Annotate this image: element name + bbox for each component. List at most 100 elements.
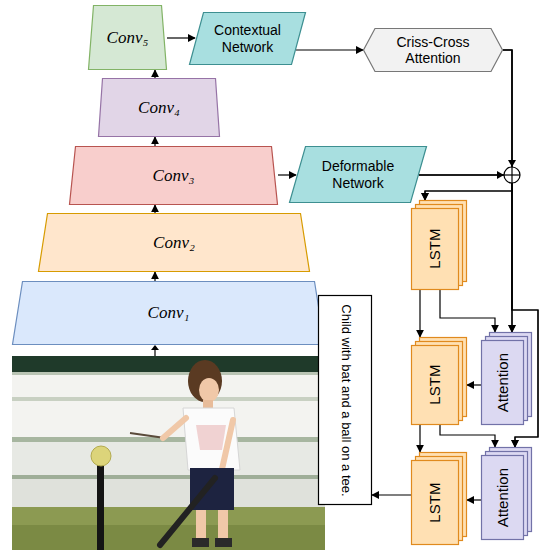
conv-block: Conv₅ xyxy=(88,5,167,70)
connector xyxy=(425,50,512,200)
trapezoid-outline xyxy=(13,282,325,345)
lstm-stack: LSTM xyxy=(411,200,467,290)
photo-face xyxy=(199,378,219,402)
node-label: Criss-Cross Attention xyxy=(377,34,489,66)
node-text-area: LSTM xyxy=(411,208,459,290)
photo-bat xyxy=(160,478,215,545)
attention-hexagon: Criss-Cross Attention xyxy=(363,28,503,72)
sum-symbol-bar xyxy=(511,167,512,183)
network-box: Deformable Network xyxy=(289,146,427,203)
node-label: Deformable Network xyxy=(307,158,409,190)
node-label: Child with bat and a ball on a tee. xyxy=(338,304,353,496)
connector xyxy=(154,137,155,146)
stack-front xyxy=(412,209,459,290)
attention-stack: Attention xyxy=(481,332,532,425)
node-label: Attention xyxy=(494,468,511,527)
node-text-area: Deformable Network xyxy=(307,149,409,200)
parallelogram-outline xyxy=(190,13,306,65)
trapezoid-outline xyxy=(70,147,278,205)
photo-leg xyxy=(196,510,206,540)
connector xyxy=(467,384,481,385)
photo-board xyxy=(12,479,325,509)
connector xyxy=(154,205,155,213)
connector xyxy=(467,499,481,500)
node-text-area: LSTM xyxy=(411,345,459,425)
connector xyxy=(372,494,411,495)
conv-block: Conv₄ xyxy=(98,78,220,137)
photo-shoe xyxy=(215,538,232,547)
node-label: Conv₂ xyxy=(153,233,195,253)
connector xyxy=(167,37,195,38)
photo-grass xyxy=(12,507,325,550)
hexagon-outline xyxy=(364,29,503,72)
stack-front xyxy=(482,456,524,540)
trapezoid-outline xyxy=(89,6,167,70)
caption-box: Child with bat and a ball on a tee. xyxy=(318,295,372,505)
node-text-area: Conv₃ xyxy=(78,148,269,203)
network-box: Contextual Network xyxy=(189,12,306,65)
connector xyxy=(278,174,296,175)
connector xyxy=(154,272,155,281)
connector xyxy=(154,70,155,78)
connector xyxy=(440,425,495,447)
node-label: Conv₃ xyxy=(153,166,195,186)
photo-stick xyxy=(130,433,165,438)
attention-stack: Attention xyxy=(481,447,532,540)
conv-block: Conv₃ xyxy=(69,146,278,205)
photo-ball xyxy=(91,446,111,466)
photo-tee xyxy=(97,464,104,550)
node-text-area: Contextual Network xyxy=(205,15,290,62)
node-label: Attention xyxy=(494,353,511,412)
connector xyxy=(419,425,420,452)
node-label: LSTM xyxy=(426,365,443,405)
lstm-stack: LSTM xyxy=(411,337,467,425)
node-text-area: Conv₁ xyxy=(25,283,312,343)
photo-board-gap xyxy=(12,437,325,442)
photo-leg xyxy=(218,510,228,540)
node-text-area: Conv₂ xyxy=(50,215,298,270)
node-text-area: Attention xyxy=(481,340,524,425)
connector xyxy=(419,175,512,332)
input-arrow-head xyxy=(151,345,159,350)
box-outline xyxy=(319,296,372,505)
trapezoid-outline xyxy=(99,79,220,137)
photo-board xyxy=(12,442,325,475)
node-label: Contextual Network xyxy=(205,22,290,54)
photo-board-gap xyxy=(12,372,325,375)
node-text-area: LSTM xyxy=(411,460,459,545)
photo-hedge xyxy=(12,356,325,372)
photo-hair xyxy=(188,360,222,402)
sum-arrow-head xyxy=(508,160,516,167)
stack-front xyxy=(412,461,459,545)
conv-block: Conv₁ xyxy=(12,281,325,345)
stack-front xyxy=(482,341,524,425)
photo-ground xyxy=(12,356,325,550)
node-text-area: Conv₅ xyxy=(96,7,159,68)
node-text-area: Criss-Cross Attention xyxy=(377,30,489,70)
connector xyxy=(440,290,495,332)
node-label: Conv₁ xyxy=(148,303,190,323)
photo-shoe xyxy=(192,538,209,547)
node-text-area: Child with bat and a ball on a tee. xyxy=(321,298,369,502)
connector xyxy=(503,50,512,332)
lstm-stack: LSTM xyxy=(411,452,467,545)
node-label: LSTM xyxy=(426,229,443,269)
stack-front xyxy=(412,346,459,425)
node-text-area: Conv₄ xyxy=(105,80,213,135)
sum-symbol xyxy=(504,167,520,183)
node-text-area: Attention xyxy=(481,455,524,540)
connector xyxy=(296,49,363,50)
sum-arrow-head xyxy=(497,171,504,179)
connector xyxy=(419,290,420,337)
photo-shirt-print xyxy=(196,425,226,450)
photo-board-gap xyxy=(12,475,325,479)
node-label: Conv₄ xyxy=(138,98,180,118)
photo-arm xyxy=(163,418,186,438)
trapezoid-outline xyxy=(39,214,310,272)
photo-board-gap xyxy=(12,397,325,401)
conv-block: Conv₂ xyxy=(38,213,310,272)
connector xyxy=(419,175,512,200)
parallelogram-outline xyxy=(290,147,427,203)
node-label: Conv₅ xyxy=(107,28,149,48)
